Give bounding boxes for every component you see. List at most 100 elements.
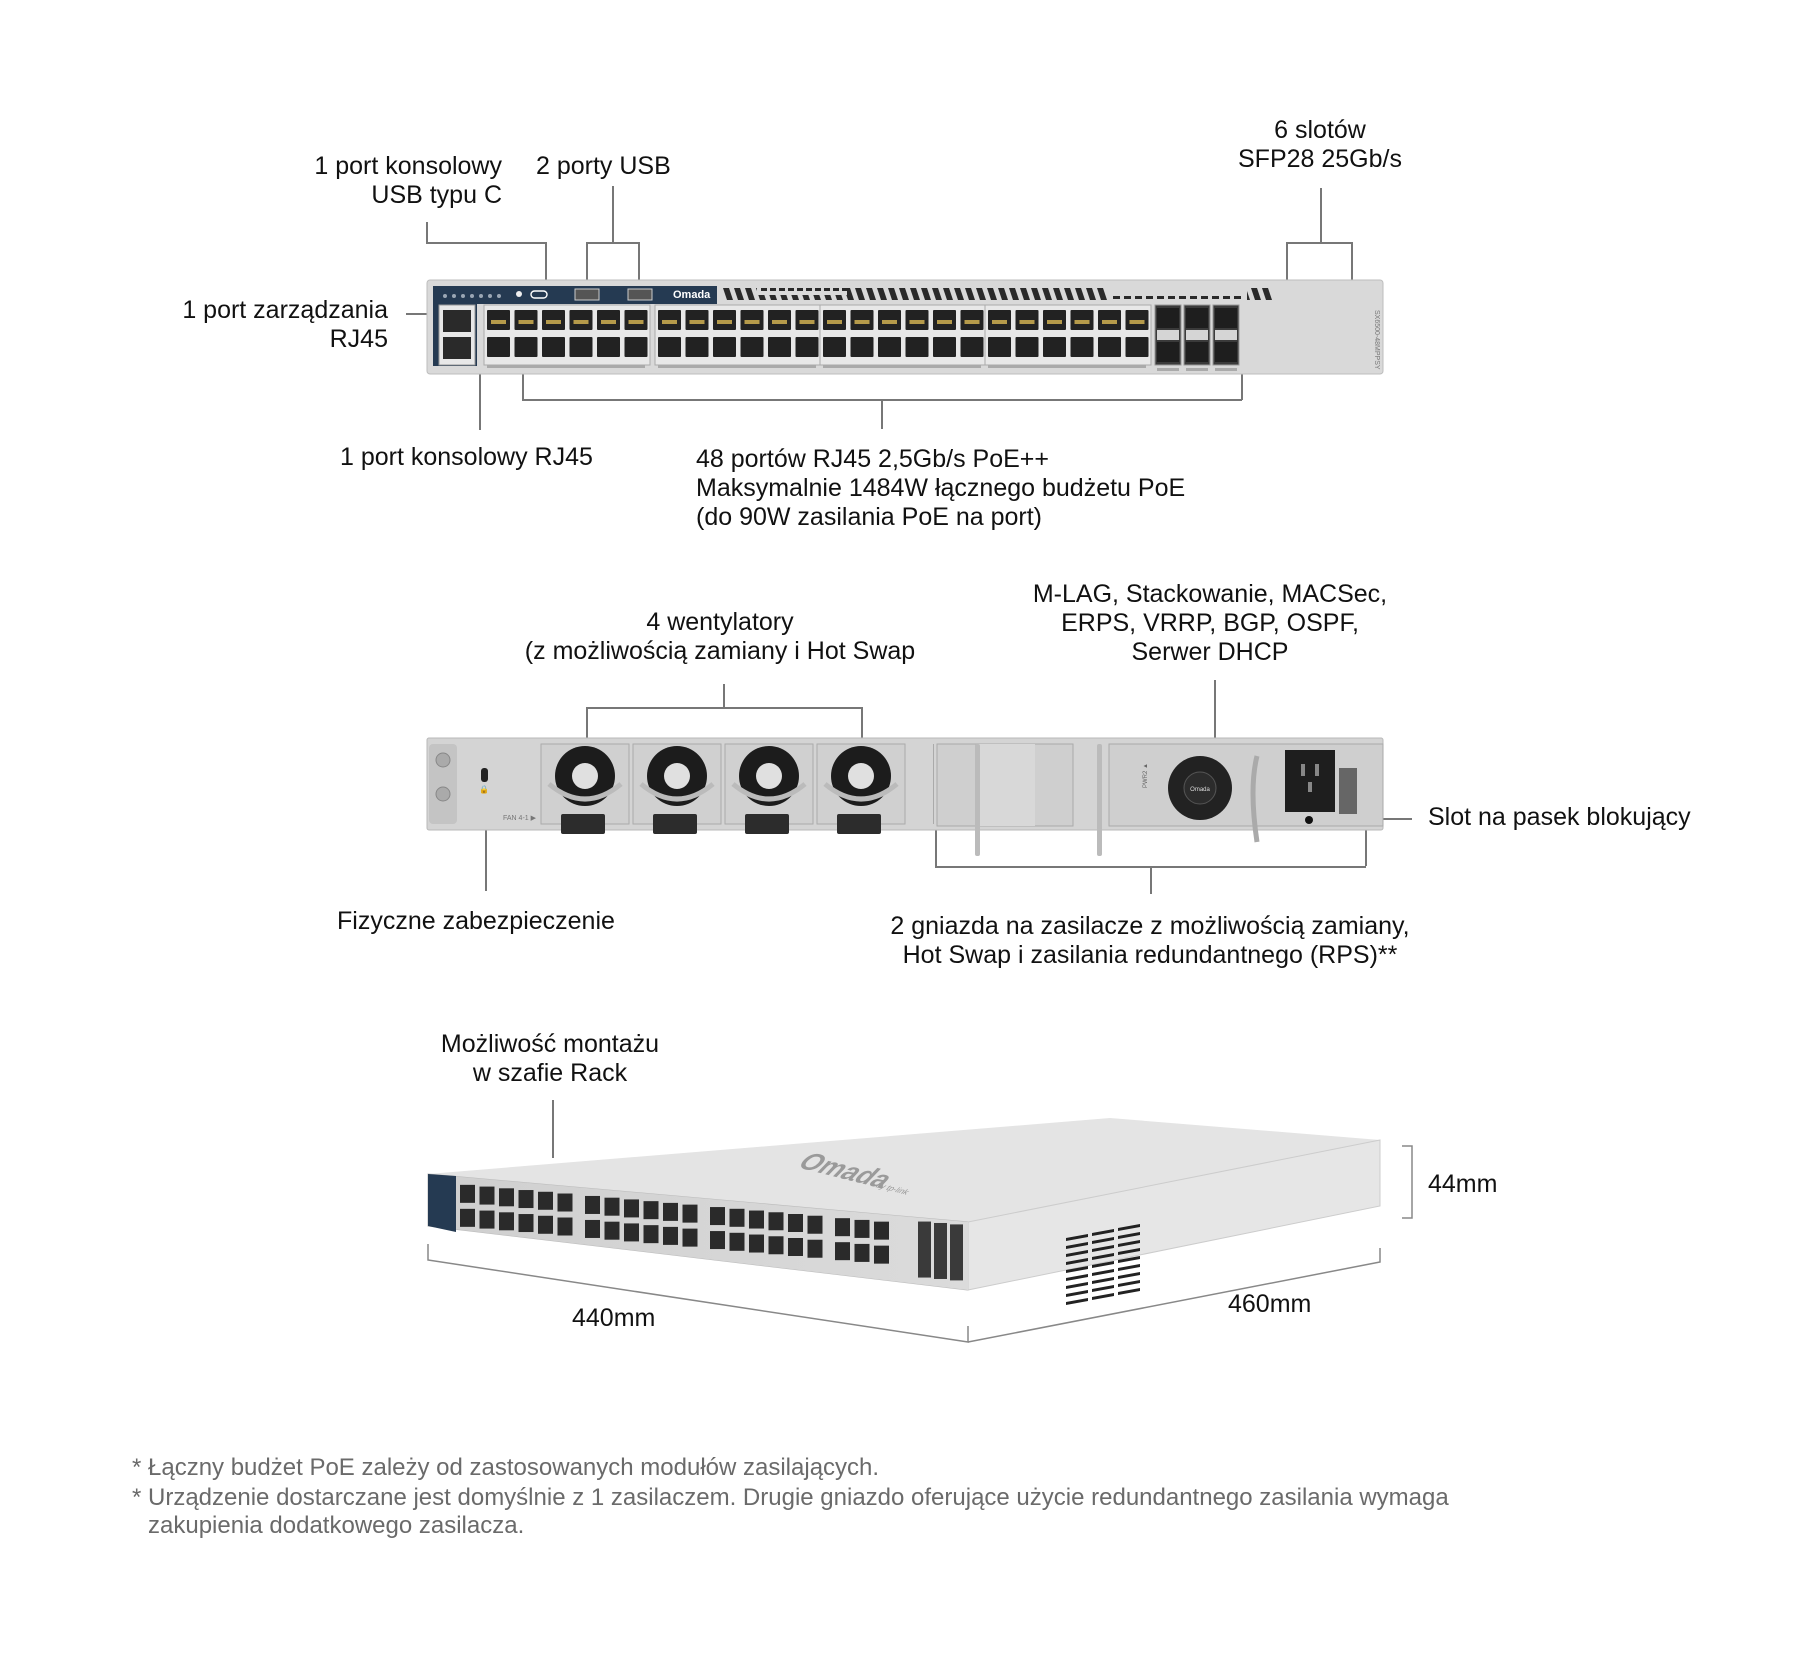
- vent-slot: [1064, 288, 1074, 300]
- rj45-port: [713, 337, 736, 357]
- rj45-port: [1043, 337, 1066, 357]
- rj45-port: [658, 337, 681, 357]
- fan-pull-tab: [837, 814, 881, 834]
- vent-slot: [1118, 1232, 1140, 1239]
- port-contacts: [772, 320, 787, 324]
- fan-pull-tab: [653, 814, 697, 834]
- vent-slot: [1118, 1240, 1140, 1247]
- port-contacts: [1047, 320, 1062, 324]
- iso-control-panel: [428, 1174, 456, 1232]
- footnote-2: *Urządzenie dostarczane jest domyślnie z…: [132, 1484, 1449, 1540]
- side-vent: [1066, 1224, 1140, 1305]
- depth-dimension-line: [967, 1248, 1381, 1343]
- usb-c-console-port: [530, 290, 548, 299]
- screw-icon: [435, 752, 451, 768]
- vent-slot: [1262, 288, 1272, 300]
- vent-slot: [1118, 1272, 1140, 1279]
- rj45-port: [597, 337, 620, 357]
- fan-handle: [639, 782, 715, 802]
- label-line: (z możliwością zamiany i Hot Swap: [524, 637, 916, 665]
- fan-modules: [540, 743, 906, 834]
- sfp-port: [1215, 308, 1237, 328]
- port-contacts: [882, 320, 897, 324]
- rj45-port: [460, 1184, 475, 1203]
- vent-slot: [842, 288, 848, 291]
- sfp-port: [1186, 308, 1208, 328]
- leader-usb: [612, 186, 614, 242]
- label-line: 2 gniazda na zasilacze z możliwością zam…: [890, 912, 1410, 940]
- vent-slot: [1118, 1248, 1140, 1255]
- label-line: 4 wentylatory: [646, 608, 794, 636]
- port-contacts: [1074, 320, 1090, 324]
- vent-slot: [1066, 1234, 1088, 1241]
- leader-usb-c: [545, 242, 547, 290]
- leader-rack-mount: [552, 1100, 554, 1158]
- leader-sfp: [1286, 242, 1352, 244]
- port-label-strip: [1215, 368, 1237, 371]
- label-sfp-slots: 6 slotów SFP28 25Gb/s: [1180, 116, 1460, 174]
- port-contacts: [909, 320, 925, 324]
- vent-slot: [1092, 1277, 1114, 1284]
- psu-handle: [1097, 744, 1102, 856]
- vent-slot: [1066, 1258, 1088, 1265]
- vent-slot: [1179, 296, 1186, 299]
- power-inlet: [1285, 750, 1335, 812]
- vent-slot: [1201, 296, 1208, 299]
- vent-slot: [1234, 296, 1241, 299]
- leader-usb: [586, 242, 588, 288]
- fan-hub: [664, 763, 690, 789]
- leader-usb-c: [426, 242, 546, 244]
- leader-rj45: [1241, 364, 1243, 400]
- port-led: [479, 294, 483, 298]
- iso-port-grid: [460, 1184, 963, 1281]
- vent-slot: [806, 288, 812, 291]
- port-label-strip: [1157, 368, 1179, 371]
- label-line: M-LAG, Stackowanie, MACSec,: [1032, 580, 1388, 608]
- rj45-port: [685, 337, 709, 357]
- label-line: Hot Swap i zasilania redundantnego (RPS)…: [902, 941, 1398, 969]
- port-contacts: [854, 320, 870, 324]
- rj45-port: [835, 1218, 850, 1237]
- rj45-port: [854, 1243, 870, 1262]
- rj45-port: [768, 337, 791, 357]
- vent-slot: [797, 288, 803, 291]
- rj45-port: [960, 337, 984, 357]
- footnote-text: Urządzenie dostarczane jest domyślnie z …: [148, 1484, 1449, 1511]
- vent-slots: [723, 286, 1272, 302]
- label-line: Możliwość montażu: [440, 1030, 660, 1058]
- sfp-led-strip: [1215, 330, 1237, 340]
- retention-clip: [1339, 768, 1357, 814]
- rj45-port: [807, 1215, 823, 1234]
- label-width: 440mm: [572, 1304, 656, 1332]
- width-dimension-line: [427, 1244, 969, 1343]
- rj45-port: [850, 337, 874, 357]
- leader-usb-c: [426, 222, 428, 242]
- port-contacts: [827, 320, 842, 324]
- port-contacts: [662, 320, 677, 324]
- rj45-port: [854, 1219, 870, 1238]
- sfp-cage: [950, 1224, 963, 1281]
- rj45-port: [710, 1207, 725, 1226]
- vent-slot: [877, 288, 887, 300]
- rj45-port: [807, 1239, 823, 1258]
- psu-handle: [1250, 755, 1260, 843]
- vent-slot: [1092, 1245, 1114, 1252]
- label-rack-mount: Możliwość montażu w szafie Rack: [400, 1030, 700, 1088]
- vent-slot: [1066, 1298, 1088, 1305]
- sfp-port: [1186, 342, 1208, 362]
- vent-slot: [1092, 1261, 1114, 1268]
- vent-slot: [866, 288, 876, 300]
- leader-psu: [935, 830, 937, 866]
- rj45-port: [542, 337, 565, 357]
- vent-slot: [1251, 288, 1261, 300]
- switch-rear-panel: 🔒 FAN 4-1 ▶ PWR2 ▲ Omada: [426, 737, 1384, 856]
- label-line: 1 port konsolowy: [314, 152, 502, 180]
- label-line: 48 portów RJ45 2,5Gb/s PoE++: [696, 445, 1049, 473]
- vent-slot: [1066, 1250, 1088, 1257]
- rj45-port: [1125, 337, 1149, 357]
- label-line: RJ45: [329, 325, 388, 353]
- port-contacts: [964, 320, 980, 324]
- rj45-port: [788, 1214, 803, 1232]
- vent-slot: [987, 288, 997, 300]
- rj45-port: [624, 337, 648, 357]
